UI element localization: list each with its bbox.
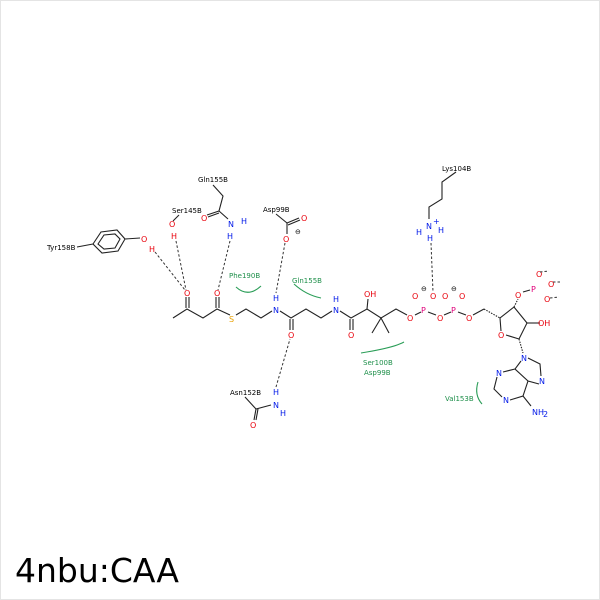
atom-label: O	[437, 314, 443, 323]
ligand-atoms: O O S N H O N H O OH O P O O ⊖ O P O O ⊖…	[184, 270, 554, 419]
atom-label: ⊖	[421, 285, 427, 293]
atom-label: O	[214, 289, 220, 298]
atom-label: Gln155B	[198, 176, 228, 184]
atom-label: Asp99B	[263, 206, 290, 214]
residue-asn152b: Asn152B O N H H	[230, 388, 286, 430]
residue-tyr158b: Tyr158B O H	[46, 229, 155, 254]
atom-label: H	[427, 234, 433, 243]
atom-label: ⊖	[451, 285, 457, 293]
atom-label: H	[227, 232, 233, 241]
atom-label: O	[288, 331, 294, 340]
atom-label: Ser145B	[172, 207, 202, 215]
atom-label: H	[171, 232, 177, 241]
atom-label: O	[250, 421, 256, 430]
atom-label: O	[544, 295, 550, 304]
atom-label: O	[301, 214, 307, 223]
ligand-bonds	[172, 289, 542, 407]
atom-label: O	[442, 292, 448, 301]
atom-label: O	[141, 235, 147, 244]
atom-label: N	[333, 306, 339, 315]
atom-label: O	[515, 291, 521, 300]
atom-label: Asn152B	[230, 389, 261, 397]
atom-label: H	[280, 409, 286, 418]
atom-label: N	[273, 401, 279, 410]
atom-label: O	[459, 292, 465, 301]
atom-label: Tyr158B	[46, 244, 76, 252]
atom-label: N	[503, 396, 509, 405]
atom-label: H	[273, 294, 279, 303]
residue-asp99b-hbond: Asp99B O O ⊖	[263, 206, 307, 244]
atom-label: H	[149, 245, 155, 254]
atom-label: P	[531, 285, 536, 294]
residue-gln155b-hbond: Gln155B O N H H	[198, 176, 247, 241]
hydrophobic-contacts: Phe190B Gln155B Ser100B Asp99B Val153B	[229, 272, 483, 405]
atom-label: ⊖	[295, 228, 301, 236]
atom-label: O	[283, 235, 289, 244]
atom-label: Phe190B	[229, 272, 260, 280]
residue-ser145b: Ser145B O H	[169, 207, 202, 241]
atom-label: N	[496, 369, 502, 378]
atom-label: OH	[538, 319, 550, 328]
atom-label: +	[433, 217, 440, 226]
atom-label: O	[201, 214, 207, 223]
atom-label: Ser100B	[363, 359, 393, 367]
atom-label: Lys104B	[442, 165, 471, 173]
hydrogen-bonds	[154, 240, 562, 388]
atom-label: O	[169, 220, 175, 229]
atom-label: O	[412, 292, 418, 301]
atom-label: O	[184, 289, 190, 298]
atom-label: H	[333, 295, 339, 304]
atom-label: O	[466, 314, 472, 323]
atom-label: OH	[364, 290, 376, 299]
atom-label: Gln155B	[292, 277, 322, 285]
atom-label: O	[498, 331, 504, 340]
atom-label: 2	[543, 410, 548, 419]
atom-label: H	[241, 217, 247, 226]
atom-label: P	[421, 306, 426, 315]
atom-label: Val153B	[445, 395, 474, 403]
atom-label: S	[229, 315, 234, 324]
atom-label: P	[451, 306, 456, 315]
atom-label: O	[407, 314, 413, 323]
atom-label: O	[348, 331, 354, 340]
residue-lys104b: Lys104B N + H H H	[416, 165, 471, 243]
atom-label: N	[539, 377, 545, 386]
atom-label: N	[521, 354, 527, 363]
atom-label: O	[430, 292, 436, 301]
atom-label: H	[416, 228, 422, 237]
diagram-title: 4nbu:CAA	[15, 551, 180, 590]
atom-label: N	[273, 306, 279, 315]
atom-label: N	[426, 222, 432, 231]
atom-label: H	[438, 226, 444, 235]
atom-label: N	[228, 220, 234, 229]
atom-label: NH	[532, 408, 544, 417]
atom-label: Asp99B	[364, 369, 391, 377]
atom-label: O	[536, 270, 542, 279]
atom-label: O	[548, 280, 554, 289]
atom-label: H	[273, 388, 279, 397]
